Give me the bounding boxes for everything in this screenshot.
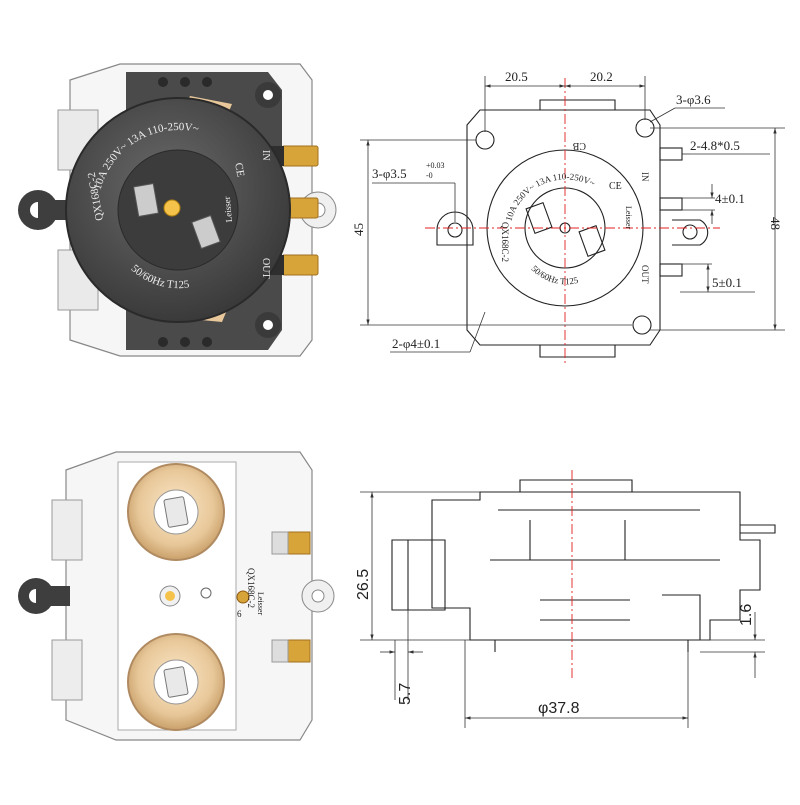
side-body (431, 491, 761, 641)
dim-5: 5±0.1 (712, 275, 742, 290)
drawing-brand-text: Leisser (624, 206, 633, 229)
cover-cert-ce: CE (232, 162, 246, 178)
drawing-in-label: IN (640, 172, 650, 182)
terminal-in-label: IN (260, 150, 271, 161)
tab-3 (659, 263, 683, 277)
side-sleeve (391, 539, 446, 611)
dim-48: 48 (768, 217, 783, 230)
dim-tol-minus: -0 (426, 171, 433, 180)
cover-brand-text: Leisser (222, 196, 234, 223)
hole-left-ear (447, 222, 463, 238)
latch-right (191, 214, 221, 250)
dim-4: 4±0.1 (715, 191, 745, 206)
side-drawing-view: 26.5 1.6 5.7 φ37.8 (355, 470, 776, 728)
terminal-out-label: OUT (260, 258, 271, 279)
drawing-out-label: OUT (640, 265, 650, 284)
latch-left (132, 182, 160, 218)
bottom-model-text: QX168C-2 (246, 568, 256, 608)
dim-20-2: 20.2 (590, 69, 613, 84)
dim-3-phi-3-5: 3-φ3.5 (372, 166, 407, 181)
tab-2 (659, 197, 683, 211)
drawing-rating-text: 10A 250V~ 13A 110-250V~ (504, 171, 597, 222)
bottom-screws (158, 337, 212, 347)
drawing-cert-ce: CE (609, 181, 622, 192)
dim-26-5: 26.5 (355, 569, 372, 600)
dim-20-5: 20.5 (505, 69, 528, 84)
gold-marker (236, 590, 250, 604)
hole-right-ear (682, 224, 698, 240)
top-screws (158, 77, 212, 87)
hole-top-left (475, 130, 495, 150)
center-pin (163, 199, 181, 217)
drawing-cert-cb: CB (572, 140, 586, 151)
dim-5-7: 5.7 (397, 683, 414, 705)
dim-45: 45 (351, 223, 366, 236)
tab-1 (659, 147, 683, 161)
top-drawing-view: 10A 250V~ 13A 110-250V~ 50/60Hz T125 QX1… (351, 69, 785, 365)
hole-bottom-right (632, 315, 652, 335)
bottom-small-mark: 6 (237, 609, 242, 619)
dim-tab: 2-4.8*0.5 (690, 138, 740, 153)
dim-phi-37-8: φ37.8 (538, 700, 580, 717)
dim-3-phi-3-6: 3-φ3.6 (676, 92, 711, 107)
dim-1-6: 1.6 (738, 604, 755, 626)
dim-2-phi-4: 2-φ4±0.1 (392, 336, 440, 351)
drawing-model-text: QX168C-2 (500, 222, 510, 262)
bottom-brand-text: Leisser (256, 592, 265, 615)
top-render-view: 10A 250V~ 13A 110-250V~ 50/60Hz T125 QX1… (18, 63, 337, 357)
dim-tol-plus: +0.03 (426, 161, 445, 170)
bottom-render-view: QX168C-2 Leisser 6 (18, 451, 335, 741)
